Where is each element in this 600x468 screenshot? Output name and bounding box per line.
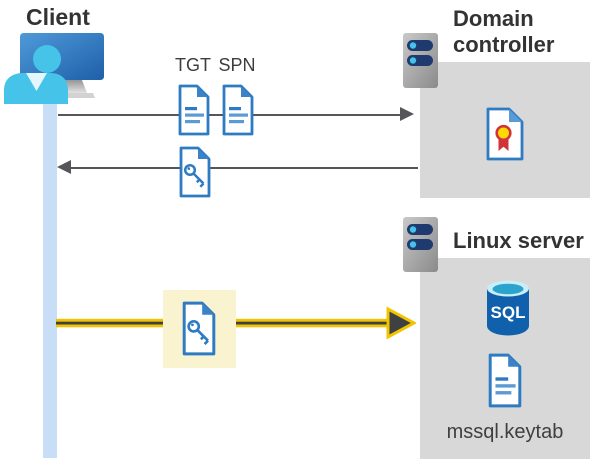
kerberos-arrow-head: [386, 306, 416, 340]
certificate-medal: [495, 124, 512, 142]
key-ticket-document-icon: [179, 146, 211, 198]
spn-label: SPN: [218, 55, 256, 75]
tgt-document-icon: [178, 84, 210, 136]
request-arrow-head: [400, 107, 414, 121]
sql-database-icon: SQL: [487, 280, 529, 336]
keytab-document-icon: [488, 353, 522, 408]
keytab-file-label: mssql.keytab: [446, 421, 564, 443]
highlighted-key-ticket-icon: [182, 301, 216, 356]
client-label: Client: [26, 4, 90, 30]
domain-controller-server-icon: [403, 33, 438, 88]
tgt-label: TGT: [175, 55, 211, 75]
spn-document-icon: [222, 84, 254, 136]
linux-server-icon: [403, 217, 438, 272]
certificate-document-icon: [486, 107, 524, 161]
user-head-icon: [33, 45, 61, 73]
linux-server-title: Linux server: [453, 228, 584, 253]
domain-controller-title: Domain controller: [453, 6, 555, 57]
response-arrow-line: [70, 167, 418, 169]
kerberos-connection-arrow: [56, 306, 416, 340]
sql-badge-text: SQL: [491, 303, 526, 322]
client-lifeline: [43, 86, 57, 458]
user-collar: [26, 73, 47, 91]
monitor-screen: [20, 33, 104, 80]
response-arrow-head: [57, 160, 71, 174]
client-workstation-icon: [4, 33, 104, 104]
